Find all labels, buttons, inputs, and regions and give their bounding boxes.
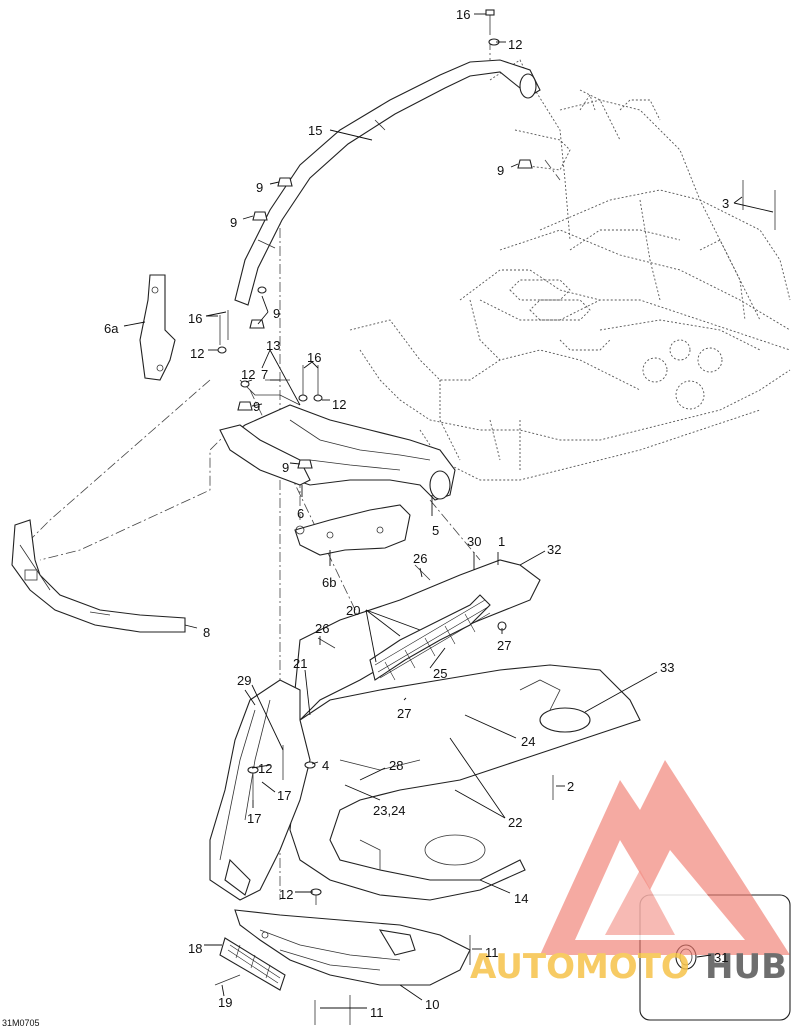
callout-c9e: 9 xyxy=(253,399,260,414)
callout-c6a: 6a xyxy=(104,321,119,336)
callout-c9a: 9 xyxy=(497,163,504,178)
callout-c12a: 12 xyxy=(508,37,522,52)
callout-c17a: 17 xyxy=(277,788,291,803)
callout-c11b: 11 xyxy=(370,1005,384,1020)
callout-c3: 3 xyxy=(722,196,729,211)
callout-c27a: 27 xyxy=(497,638,511,653)
bumper-assembly-6 xyxy=(219,379,456,501)
callout-c7: 7 xyxy=(261,367,268,382)
callout-c9f: 9 xyxy=(282,460,289,475)
callout-c26a: 26 xyxy=(413,551,427,566)
callout-c18: 18 xyxy=(188,941,202,956)
side-skirt xyxy=(209,679,311,901)
callout-c8: 8 xyxy=(203,625,210,640)
callout-c12f: 12 xyxy=(279,887,293,902)
reference-code: 31M0705 xyxy=(2,1018,40,1028)
callout-c16b: 16 xyxy=(188,311,202,326)
callout-c27b: 27 xyxy=(397,706,411,721)
callout-c9b: 9 xyxy=(256,180,263,195)
lower-skid-plate-10 xyxy=(234,909,471,986)
callout-c20: 20 xyxy=(346,603,360,618)
watermark-text-right: HUB xyxy=(705,947,787,987)
callout-c24a: 24 xyxy=(521,734,535,749)
mesh-grille-20 xyxy=(374,599,491,681)
callout-c1: 1 xyxy=(498,534,505,549)
mesh-grille-18 xyxy=(219,937,286,991)
callout-c9c: 9 xyxy=(230,215,237,230)
callout-c30: 30 xyxy=(467,534,481,549)
callout-c17b: 17 xyxy=(247,811,261,826)
callout-c33: 33 xyxy=(660,660,674,675)
callout-c15: 15 xyxy=(308,123,322,138)
callout-c26b: 26 xyxy=(315,621,329,636)
callout-c12d: 12 xyxy=(332,397,346,412)
front-skid-bar-8 xyxy=(11,519,186,633)
callout-c12c: 12 xyxy=(241,367,255,382)
watermark-text-left: AUTOMOTO xyxy=(470,947,690,987)
callout-c12b: 12 xyxy=(190,346,204,361)
callout-labels: 16 12 15 9 9 9 3 9 6a 16 12 13 16 12 7 12 9 9 6 5 30 1 32 26 6b 2… xyxy=(104,7,729,1020)
callout-c32: 32 xyxy=(547,542,561,557)
callout-c31: 31 xyxy=(714,950,728,965)
vehicle-frame xyxy=(349,59,791,481)
callout-c6: 6 xyxy=(297,506,304,521)
callout-c29: 29 xyxy=(237,673,251,688)
callout-c2: 2 xyxy=(567,779,574,794)
callout-c25: 25 xyxy=(433,666,447,681)
callout-c14: 14 xyxy=(514,891,528,906)
callout-c4: 4 xyxy=(322,758,329,773)
callout-c9d: 9 xyxy=(273,306,280,321)
callout-c16a: 16 xyxy=(456,7,470,22)
fasteners xyxy=(214,9,776,1025)
callout-c6b: 6b xyxy=(322,575,336,590)
callout-c19: 19 xyxy=(218,995,232,1010)
callout-c22: 22 xyxy=(508,815,522,830)
callout-c5: 5 xyxy=(432,523,439,538)
callout-c11a: 11 xyxy=(485,945,499,960)
bracket-6b xyxy=(294,504,411,556)
callout-c12e: 12 xyxy=(258,761,272,776)
callout-c13: 13 xyxy=(266,338,280,353)
callout-c28: 28 xyxy=(389,758,403,773)
callout-c16c: 16 xyxy=(307,350,321,365)
belly-pan-14 xyxy=(289,664,641,901)
bracket-6a xyxy=(139,274,176,381)
callout-c21: 21 xyxy=(293,656,307,671)
leader-lines xyxy=(123,13,774,1009)
callout-c2324: 23,24 xyxy=(373,803,406,818)
front-bumper-tube xyxy=(234,59,541,306)
automotohub-watermark: AUTOMOTO HUB xyxy=(470,760,790,987)
callout-c10: 10 xyxy=(425,997,439,1012)
